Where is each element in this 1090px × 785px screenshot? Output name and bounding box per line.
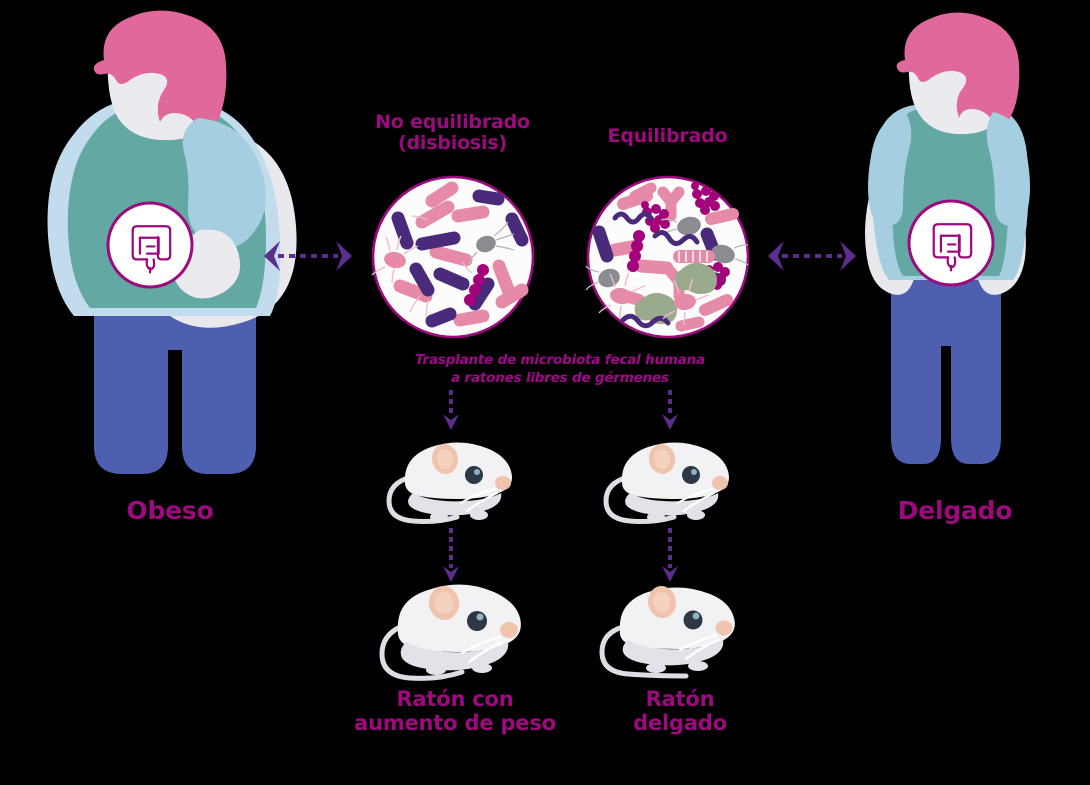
lean-hair (896, 12, 1020, 130)
pink-flagellate (598, 272, 710, 326)
label-transfer-caption: Trasplante de microbiota fecal humana a … (414, 352, 705, 387)
arrow-right-bidirectional (768, 241, 856, 271)
microbiome-circle-dysbiotic (371, 175, 535, 339)
label-lean-person: Delgado (897, 496, 1013, 525)
intestine-icon (131, 225, 172, 274)
label-mouse-lean: Ratón delgado (633, 687, 727, 735)
mouse-whiskers (459, 487, 499, 513)
mouse-feet (647, 510, 705, 522)
purple-spiral (612, 211, 700, 329)
gray-flagellate (468, 221, 515, 265)
mouse-feet (646, 661, 708, 673)
mouse-eye (683, 610, 703, 630)
label-dysbiotic-circle: No equilibrado (disbiosis) (375, 111, 530, 155)
mouse-eye (682, 466, 700, 484)
mouse-bottom-left-weight-gain (379, 584, 521, 681)
mouse-bottom-right-lean (599, 586, 735, 679)
obese-hair (93, 10, 227, 136)
gut-icon-badge-obese (106, 201, 194, 289)
mouse-tail (379, 621, 465, 681)
label-balanced-circle: Equilibrado (607, 125, 728, 147)
arrow-outcome-right (662, 528, 678, 582)
mouse-eye (467, 611, 487, 631)
mouse-whiskers (676, 487, 716, 513)
arrow-outcome-left (443, 528, 459, 582)
obese-front-arm (182, 118, 266, 248)
lean-arms (868, 112, 1030, 227)
label-obese-person: Obeso (126, 496, 214, 525)
mouse-top-left (386, 442, 512, 524)
mouse-eye (465, 466, 483, 484)
mouse-whiskers (460, 635, 504, 664)
mouse-feet (426, 663, 492, 675)
pink-flagellate (371, 235, 419, 284)
mouse-feet (430, 510, 488, 522)
gut-icon-badge-lean (907, 199, 995, 287)
figure-obese-person (47, 10, 297, 474)
lean-legs (891, 278, 1001, 464)
obese-legs (94, 282, 256, 474)
arrow-transfer-left (443, 390, 459, 430)
intestine-icon (932, 223, 973, 272)
mouse-whiskers (678, 633, 720, 661)
magenta-coccus-chain (464, 264, 489, 306)
mouse-tail (599, 623, 689, 679)
mouse-top-right (603, 442, 729, 524)
figure-lean-person (865, 12, 1030, 464)
striped-rod (673, 250, 715, 263)
arrow-left-bidirectional (264, 241, 352, 271)
arrow-transfer-right (662, 390, 678, 430)
microbiome-circle-balanced (585, 175, 750, 339)
label-mouse-weight-gain: Ratón con aumento de peso (354, 687, 556, 735)
